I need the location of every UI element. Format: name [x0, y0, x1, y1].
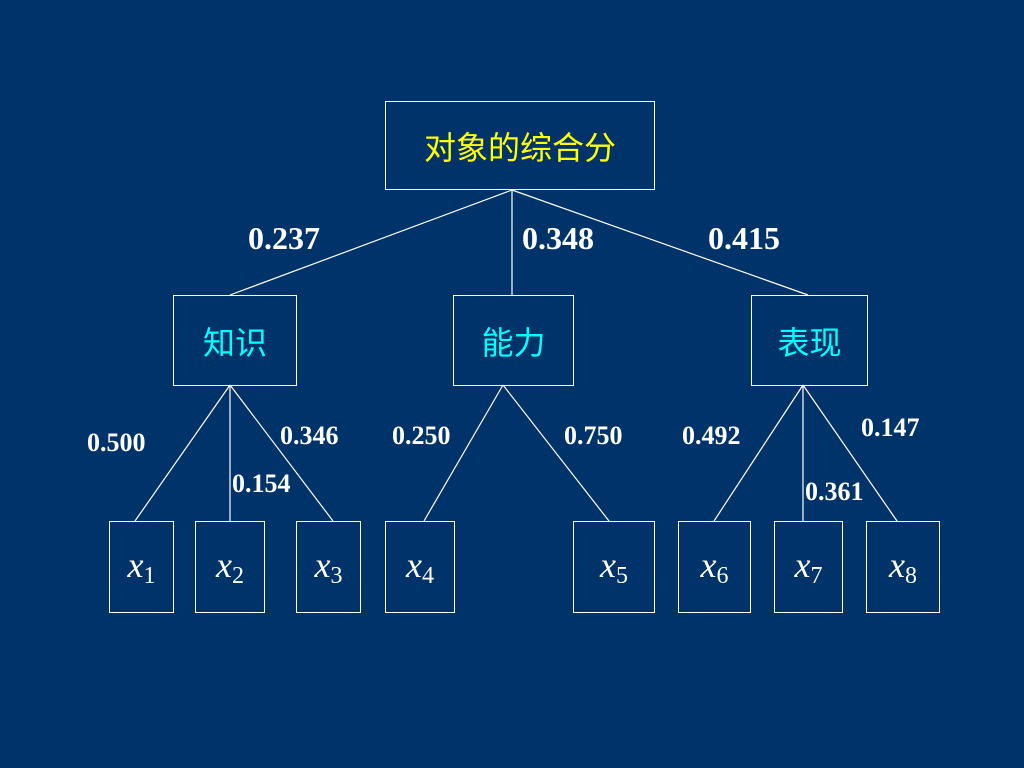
leaf-label-x2: x2	[216, 545, 244, 589]
leaf-label-x7: x7	[794, 545, 823, 589]
edge-nengli-x5	[502, 384, 610, 522]
leaf-node-x1: x1	[109, 521, 174, 613]
criteria-label-nengli: 能力	[481, 323, 546, 362]
leaf-weight-x8: 0.147	[861, 413, 920, 442]
leaf-weight-x2: 0.154	[232, 469, 291, 498]
leaf-weight-x7: 0.361	[805, 477, 864, 506]
root-label: 对象的综合分	[423, 128, 616, 167]
edge-zhishi-x1	[134, 384, 231, 522]
leaf-label-x3: x3	[314, 545, 343, 589]
criteria-node-biaoxian: 表现	[751, 295, 868, 386]
criteria-label-zhishi: 知识	[202, 323, 267, 362]
leaf-node-x2: x2	[195, 521, 265, 613]
leaf-weight-x4: 0.250	[392, 421, 451, 450]
criteria-weight-biaoxian: 0.415	[708, 220, 780, 256]
criteria-weight-zhishi: 0.237	[248, 220, 320, 256]
leaf-weight-x5: 0.750	[564, 421, 623, 450]
root-node: 对象的综合分	[385, 101, 655, 190]
edge-biaoxian-x6	[713, 384, 804, 522]
leaf-node-x6: x6	[678, 521, 751, 613]
leaf-weight-x1: 0.500	[87, 428, 146, 457]
leaf-node-x5: x5	[573, 521, 655, 613]
leaf-node-x7: x7	[774, 521, 843, 613]
criteria-weight-nengli: 0.348	[522, 220, 594, 256]
leaf-node-x4: x4	[385, 521, 455, 613]
leaf-label-x6: x6	[700, 545, 729, 589]
edge-root-zhishi	[229, 189, 513, 296]
leaf-node-x8: x8	[866, 521, 940, 613]
criteria-node-nengli: 能力	[453, 295, 574, 386]
criteria-node-zhishi: 知识	[173, 295, 297, 386]
edge-root-biaoxian	[511, 189, 809, 296]
edge-biaoxian-x8	[802, 384, 898, 522]
leaf-label-x5: x5	[600, 545, 628, 589]
leaf-label-x8: x8	[889, 545, 917, 589]
leaf-node-x3: x3	[296, 521, 361, 613]
leaf-label-x4: x4	[406, 545, 434, 589]
leaf-weight-x3: 0.346	[280, 421, 339, 450]
leaf-weight-x6: 0.492	[682, 421, 741, 450]
leaf-label-x1: x1	[127, 545, 156, 589]
edge-nengli-x4	[423, 384, 504, 522]
criteria-label-biaoxian: 表现	[777, 323, 842, 362]
edge-zhishi-x3	[229, 384, 334, 522]
